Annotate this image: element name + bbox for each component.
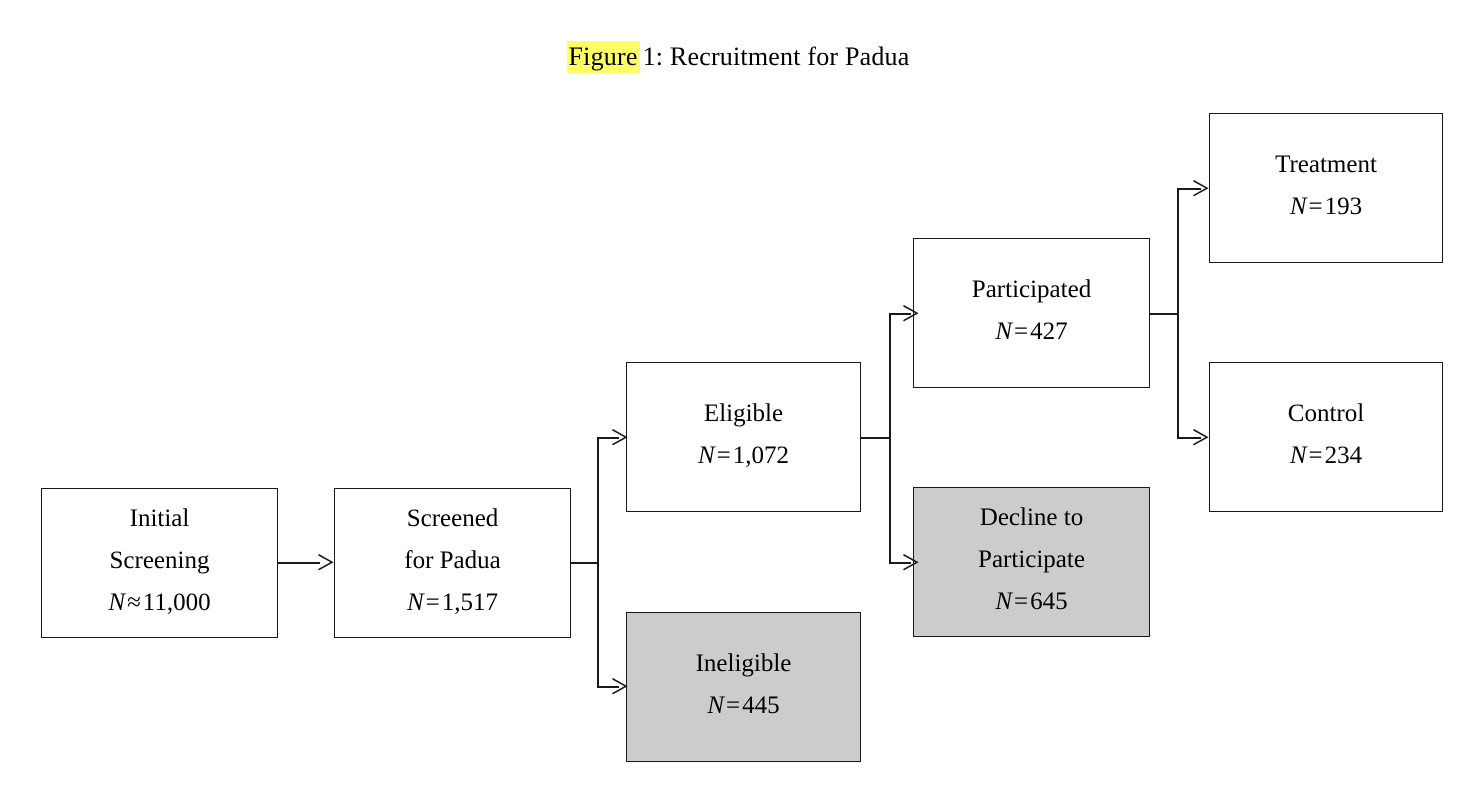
node-participated[interactable]: Participated N=427 <box>913 238 1150 388</box>
edge-screened-bus-vertical <box>597 437 599 687</box>
node-screened-for-padua-line1: Screened <box>406 505 499 532</box>
node-participated-stat-value: 427 <box>1030 318 1068 345</box>
node-decline-to-participate-line2: Participate <box>978 546 1085 573</box>
edge-participated-to-control <box>1177 437 1201 439</box>
arrow-head-eligible-to-decline <box>903 554 919 571</box>
node-participated-stat-symbol: N <box>995 318 1013 345</box>
node-screened-for-padua-line2: for Padua <box>404 547 501 574</box>
node-control-stat: N=234 <box>1210 435 1442 477</box>
edge-eligible-to-participated <box>889 313 911 315</box>
node-eligible-stat-symbol: N <box>697 442 715 469</box>
arrow-head-screened-to-ineligible <box>612 678 628 695</box>
node-eligible[interactable]: Eligible N=1,072 <box>626 362 861 512</box>
node-ineligible-line1: Ineligible <box>695 650 792 677</box>
node-initial-screening-stat-symbol: N <box>108 589 126 616</box>
node-initial-screening-lines: Initial Screening N≈11,000 <box>42 498 277 624</box>
arrow-head-initial-to-screened <box>318 554 334 571</box>
node-ineligible[interactable]: Ineligible N=445 <box>626 612 861 762</box>
node-initial-screening[interactable]: Initial Screening N≈11,000 <box>41 488 278 638</box>
node-participated-line1: Participated <box>971 276 1092 303</box>
edge-eligible-bus-vertical <box>889 313 891 563</box>
edge-eligible-to-decline <box>889 562 911 564</box>
node-decline-to-participate-stat-value: 645 <box>1030 588 1068 615</box>
node-eligible-stat: N=1,072 <box>627 435 860 477</box>
node-screened-for-padua-stat-value: 1,517 <box>441 589 499 616</box>
node-eligible-lines: Eligible N=1,072 <box>627 393 860 477</box>
node-screened-for-padua-stat-operator: = <box>425 589 440 616</box>
node-eligible-stat-value: 1,072 <box>732 442 790 469</box>
node-decline-to-participate-stat: N=645 <box>914 581 1149 623</box>
node-participated-stat-operator: = <box>1014 318 1029 345</box>
node-decline-to-participate-stat-operator: = <box>1014 588 1029 615</box>
node-control-lines: Control N=234 <box>1210 393 1442 477</box>
edge-screened-to-eligible <box>597 437 619 439</box>
node-decline-to-participate[interactable]: Decline to Participate N=645 <box>913 487 1150 637</box>
arrow-head-participated-to-treatment <box>1193 180 1209 197</box>
node-control[interactable]: Control N=234 <box>1209 362 1443 512</box>
edge-participated-to-treatment <box>1177 188 1201 190</box>
edge-participated-bus-stub <box>1150 313 1179 315</box>
node-participated-stat: N=427 <box>914 311 1149 353</box>
node-ineligible-stat: N=445 <box>627 685 860 727</box>
node-initial-screening-line1: Initial <box>129 505 190 532</box>
node-control-stat-operator: = <box>1308 442 1323 469</box>
node-control-stat-value: 234 <box>1324 442 1363 469</box>
node-treatment-line1: Treatment <box>1275 151 1377 178</box>
node-initial-screening-stat-operator: ≈ <box>127 589 141 616</box>
node-treatment[interactable]: Treatment N=193 <box>1209 113 1443 263</box>
node-initial-screening-stat-value: 11,000 <box>142 589 211 616</box>
node-initial-screening-line2: Screening <box>109 547 210 574</box>
node-screened-for-padua[interactable]: Screened for Padua N=1,517 <box>334 488 571 638</box>
node-treatment-lines: Treatment N=193 <box>1210 144 1442 228</box>
edge-initial-to-screened <box>278 562 320 564</box>
node-decline-to-participate-stat-symbol: N <box>995 588 1013 615</box>
figure-title-rest: 1: Recruitment for Padua <box>642 42 910 71</box>
arrow-head-participated-to-control <box>1193 429 1209 446</box>
node-participated-lines: Participated N=427 <box>914 269 1149 353</box>
node-eligible-stat-operator: = <box>716 442 731 469</box>
node-control-stat-symbol: N <box>1289 442 1307 469</box>
node-initial-screening-stat: N≈11,000 <box>42 582 277 624</box>
arrow-head-screened-to-eligible <box>612 429 628 446</box>
node-treatment-stat-value: 193 <box>1324 193 1363 220</box>
edge-screened-to-ineligible <box>597 686 619 688</box>
node-screened-for-padua-stat-symbol: N <box>406 589 424 616</box>
node-ineligible-stat-value: 445 <box>742 692 780 719</box>
arrow-head-eligible-to-participated <box>903 305 919 322</box>
node-control-line1: Control <box>1287 400 1365 427</box>
node-ineligible-stat-operator: = <box>726 692 741 719</box>
edge-screened-bus-stub <box>571 562 599 564</box>
node-screened-for-padua-lines: Screened for Padua N=1,517 <box>335 498 570 624</box>
node-treatment-stat-symbol: N <box>1289 193 1307 220</box>
node-decline-to-participate-lines: Decline to Participate N=645 <box>914 497 1149 623</box>
node-treatment-stat-operator: = <box>1308 193 1323 220</box>
edge-eligible-bus-stub <box>861 437 890 439</box>
figure-title-highlight: Figure <box>566 41 640 73</box>
node-decline-to-participate-line1: Decline to <box>979 504 1084 531</box>
node-eligible-line1: Eligible <box>703 400 784 427</box>
node-screened-for-padua-stat: N=1,517 <box>335 582 570 624</box>
node-ineligible-lines: Ineligible N=445 <box>627 643 860 727</box>
node-treatment-stat: N=193 <box>1210 186 1442 228</box>
edge-participated-bus-vertical <box>1177 188 1179 438</box>
node-ineligible-stat-symbol: N <box>707 692 725 719</box>
